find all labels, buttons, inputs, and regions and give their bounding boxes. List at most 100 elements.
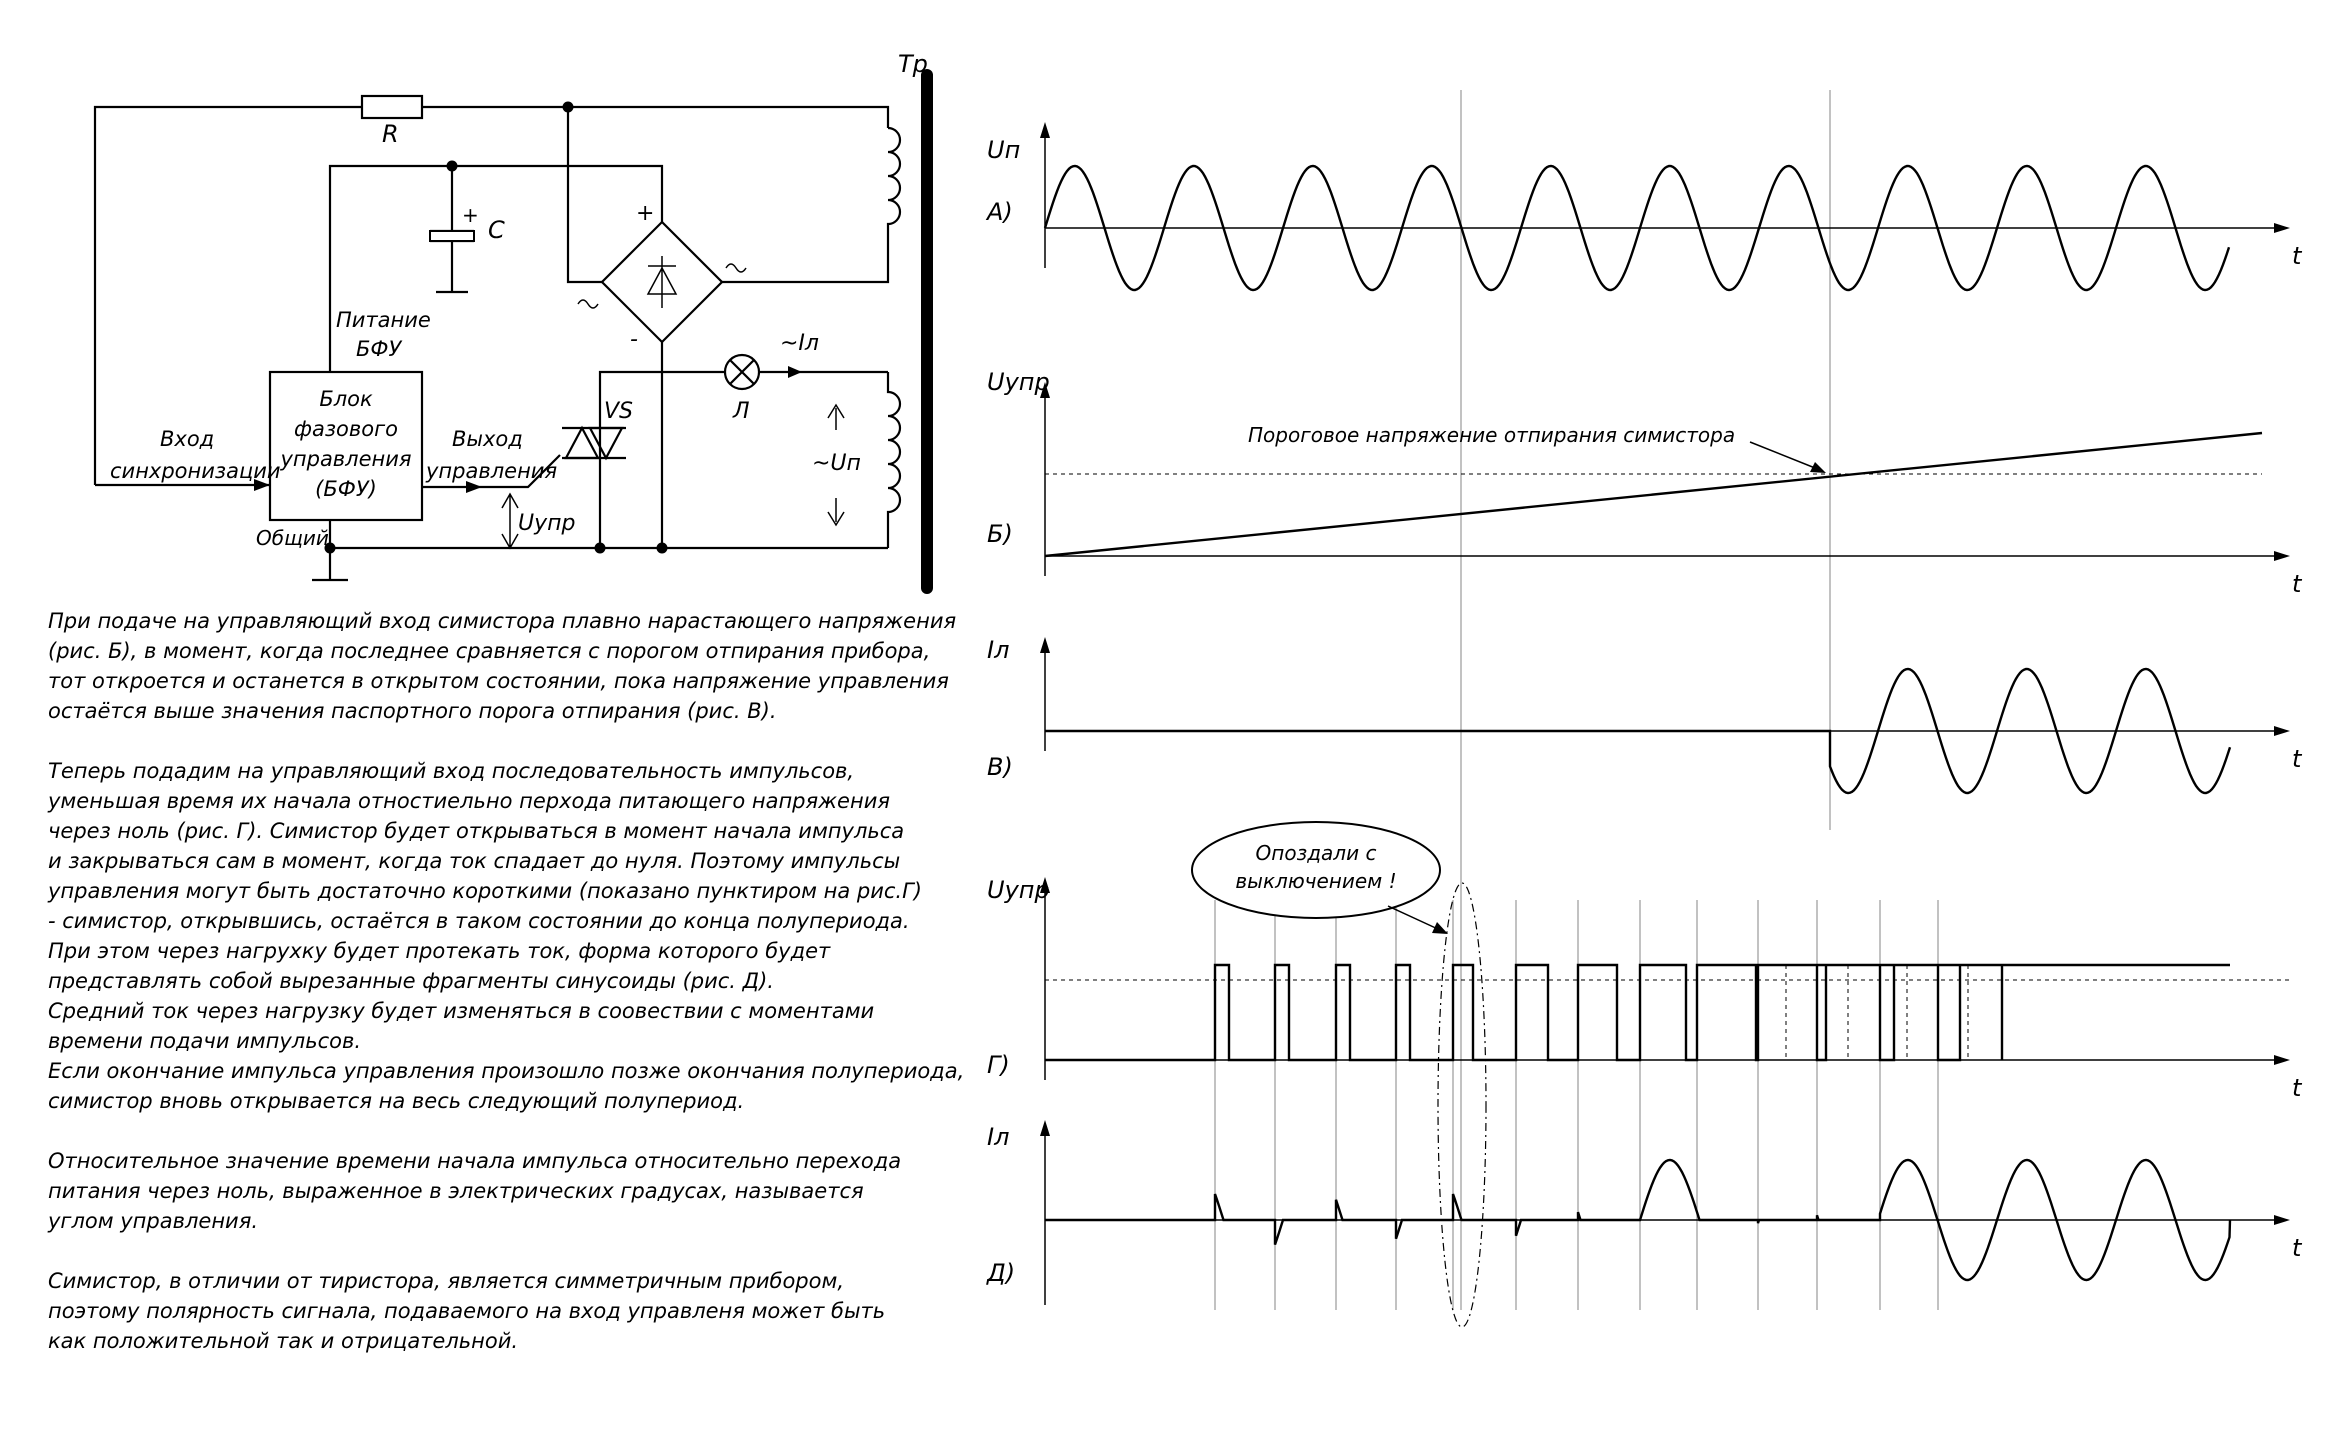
voltage-arrows [827, 403, 845, 527]
panel-label: Г) [987, 1051, 1010, 1079]
description-line: углом управления. [47, 1209, 258, 1233]
ac-symbol-left [577, 299, 599, 309]
resistor [360, 94, 424, 120]
series-line-ramp [1044, 431, 2263, 558]
description-line: (рис. Б), в момент, когда последнее срав… [48, 639, 930, 663]
y-axis-label: Uп [987, 136, 1020, 164]
arrow-icon [2274, 726, 2290, 736]
bridge-minus: - [630, 327, 638, 352]
annotation-arrow [1749, 441, 1821, 471]
capacitor-label: C [488, 216, 505, 244]
arrow-icon [1432, 922, 1448, 934]
series-line-sine [1043, 164, 2231, 292]
arrow-icon [1040, 122, 1050, 138]
triac-label: VS [604, 399, 633, 424]
description-text: При подаче на управляющий вход симистора… [47, 609, 964, 1353]
power-label-2: БФУ [356, 337, 402, 361]
description-line: и закрываться сам в момент, когда ток сп… [48, 849, 900, 873]
y-axis-label: Iл [987, 636, 1009, 664]
description-line: Симистор, в отличии от тиристора, являет… [48, 1269, 844, 1293]
uupr-label: Uупр [518, 511, 575, 536]
panel-label: В) [987, 753, 1013, 781]
arrow-icon [1040, 877, 1050, 893]
description-line: питания через ноль, выраженное в электри… [48, 1179, 864, 1203]
bfu-label-2: фазового [294, 417, 398, 441]
series-line-chopped [1045, 1158, 2232, 1282]
description-line: - симистор, открывшись, остаётся в таком… [48, 909, 910, 933]
description-line: уменьшая время их начала отностиельно пе… [47, 789, 890, 813]
y-axis-label: Iл [987, 1123, 1009, 1151]
description-line: представлять собой вырезанные фрагменты … [48, 969, 774, 993]
bridge-plus: + [636, 201, 654, 226]
description-line: Относительное значение времени начала им… [48, 1149, 901, 1173]
description-line: Если окончание импульса управления произ… [48, 1059, 964, 1083]
callout-pointer [1387, 905, 1441, 931]
arrow-icon [1040, 1120, 1050, 1136]
arrow-icon [466, 481, 482, 493]
voltage-label: ~Uп [812, 451, 861, 476]
y-axis-label: Uупр [987, 876, 1050, 904]
description-line: как положительной так и отрицательной. [48, 1329, 518, 1353]
arrow-icon [2274, 223, 2290, 233]
callout-bubble [1191, 821, 1441, 919]
description-line: остаётся выше значения паспортного порог… [48, 699, 777, 723]
sync-wire [93, 105, 890, 485]
description-line: При этом через нагрухку будет протекать … [48, 939, 831, 963]
output-label: Выход [452, 427, 523, 451]
coil-lower [886, 372, 902, 548]
x-axis-label: t [2292, 1074, 2303, 1102]
description-line: Средний ток через нагрузку будет изменят… [48, 999, 874, 1023]
description-line: времени подачи импульсов. [48, 1029, 361, 1053]
highlight-ellipse [1437, 882, 1487, 1328]
arrow-icon [2274, 551, 2290, 561]
bfu-label-1: Блок [319, 387, 373, 411]
callout-text-2: выключением ! [1235, 869, 1396, 893]
arrow-icon [254, 479, 270, 491]
description-line: Теперь подадим на управляющий вход после… [48, 759, 854, 783]
current-label: ~Iл [780, 331, 819, 356]
arrow-icon [2274, 1215, 2290, 1225]
description-line: через ноль (рис. Г). Симистор будет откр… [48, 819, 904, 843]
sync-input-label: Вход [160, 427, 214, 451]
bridge-diode-icon [646, 256, 678, 308]
description-line: тот откроется и останется в открытом сос… [48, 669, 949, 693]
ac-symbol-right [725, 263, 747, 273]
y-axis-label: Uупр [987, 368, 1050, 396]
x-axis-label: t [2292, 242, 2303, 270]
arrow-icon [2274, 1055, 2290, 1065]
series-line-pulses [1045, 963, 2230, 1062]
resistor-label: R [382, 120, 399, 148]
junction-dot [324, 542, 336, 554]
panel-label: Б) [987, 520, 1013, 548]
transformer-label: Тр [898, 50, 928, 78]
series-line-current [1045, 667, 2232, 795]
bfu-block [268, 370, 424, 522]
arrow-icon [788, 366, 802, 378]
lamp-cross-icon [729, 359, 755, 385]
arrow-icon [1040, 382, 1050, 398]
coil-upper [722, 126, 902, 284]
panel-label: Д) [986, 1259, 1015, 1287]
uupr-arrow [501, 492, 519, 550]
bfu-label-4: (БФУ) [315, 477, 377, 501]
callout-text-1: Опоздали с [1256, 841, 1377, 865]
x-axis-label: t [2292, 570, 2303, 598]
threshold-annotation: Пороговое напряжение отпирания симистора [1248, 423, 1735, 447]
panel-label: А) [985, 198, 1013, 226]
sync-input-label-2: синхронизации [110, 459, 281, 483]
x-axis-label: t [2292, 745, 2303, 773]
description-line: симистор вновь открывается на весь следу… [48, 1089, 744, 1113]
power-label: Питание [336, 308, 431, 332]
common-label: Общий [256, 526, 329, 550]
output-label-2: управления [425, 459, 557, 483]
lamp-label: Л [732, 399, 750, 424]
description-line: При подаче на управляющий вход симистора… [48, 609, 956, 633]
triac [562, 425, 626, 461]
arrow-icon [1810, 462, 1826, 473]
description-line: поэтому полярность сигнала, подаваемого … [48, 1299, 885, 1323]
bfu-label-3: управления [279, 447, 411, 471]
capacitor-plus: + [462, 203, 479, 227]
x-axis-label: t [2292, 1234, 2303, 1262]
